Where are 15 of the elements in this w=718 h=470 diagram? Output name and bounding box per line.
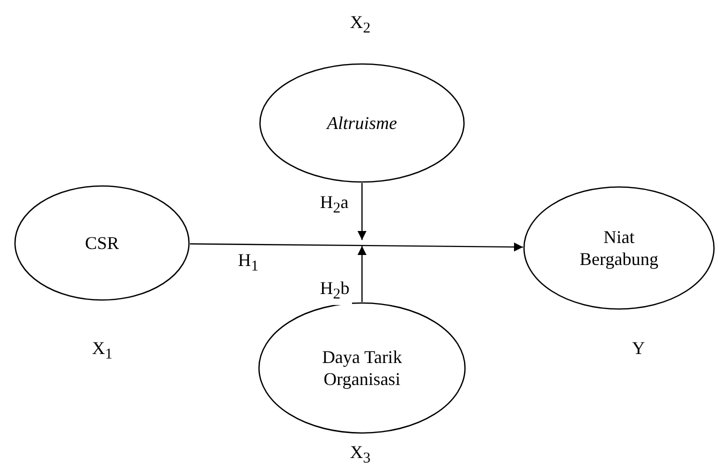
variable-name: CSR <box>84 232 120 254</box>
variable-ellipse <box>523 186 715 310</box>
variable-symbol: X$_{1}$ <box>92 338 112 365</box>
variable-symbol: X$_{3}$ <box>350 442 370 469</box>
variable-ellipse <box>259 63 465 183</box>
variable-symbol: Y <box>632 338 645 358</box>
variable-ellipse <box>14 185 190 301</box>
variable-ellipse <box>258 302 466 434</box>
variable-name: Daya Tarik Organisasi <box>321 346 403 390</box>
arrow <box>358 246 366 302</box>
variable-symbol: X$_{2}$ <box>350 12 370 39</box>
variable-name: Altruisme <box>325 112 398 134</box>
arrow <box>190 242 524 252</box>
arrow <box>358 183 366 240</box>
variable-name: Niat Bergabung <box>578 226 660 270</box>
